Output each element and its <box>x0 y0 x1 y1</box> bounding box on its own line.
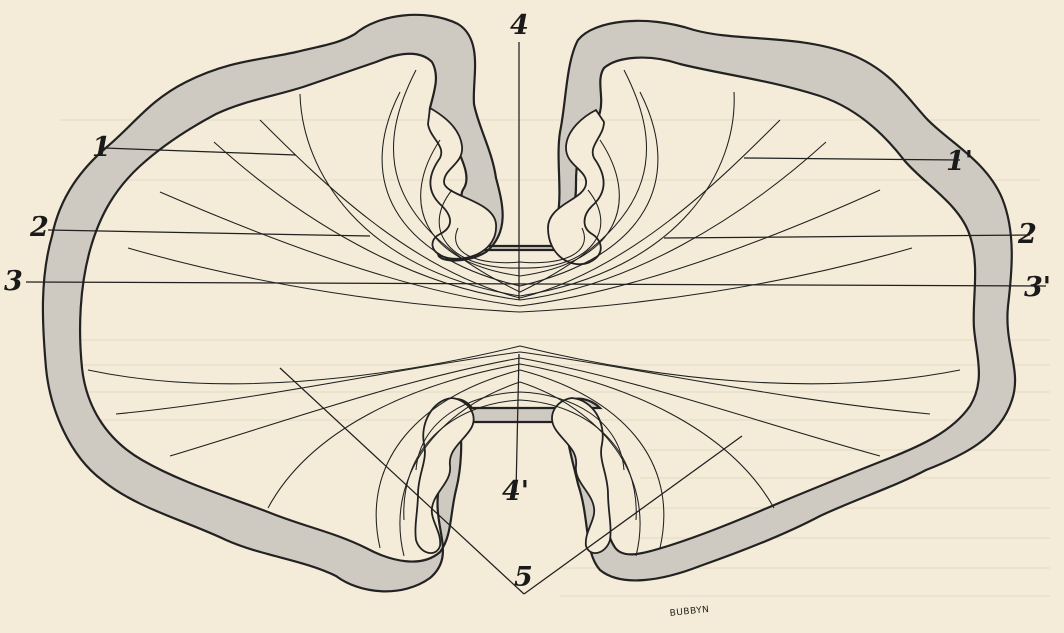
label-5: 5 <box>514 562 533 593</box>
label-3: 3 <box>4 266 23 297</box>
label-4: 4 <box>510 10 529 41</box>
right-lower-gyrus-lobe <box>552 398 611 553</box>
upper-fiber-system <box>128 70 912 312</box>
label-3-prime: 3' <box>1024 272 1051 303</box>
engraver-signature: BUBBYN <box>669 605 710 619</box>
label-4-prime: 4' <box>502 476 529 507</box>
label-1-prime: 1' <box>946 146 973 177</box>
label-2: 2 <box>29 212 49 243</box>
label-2-right: 2 <box>1017 219 1037 250</box>
label-1: 1 <box>92 132 111 163</box>
